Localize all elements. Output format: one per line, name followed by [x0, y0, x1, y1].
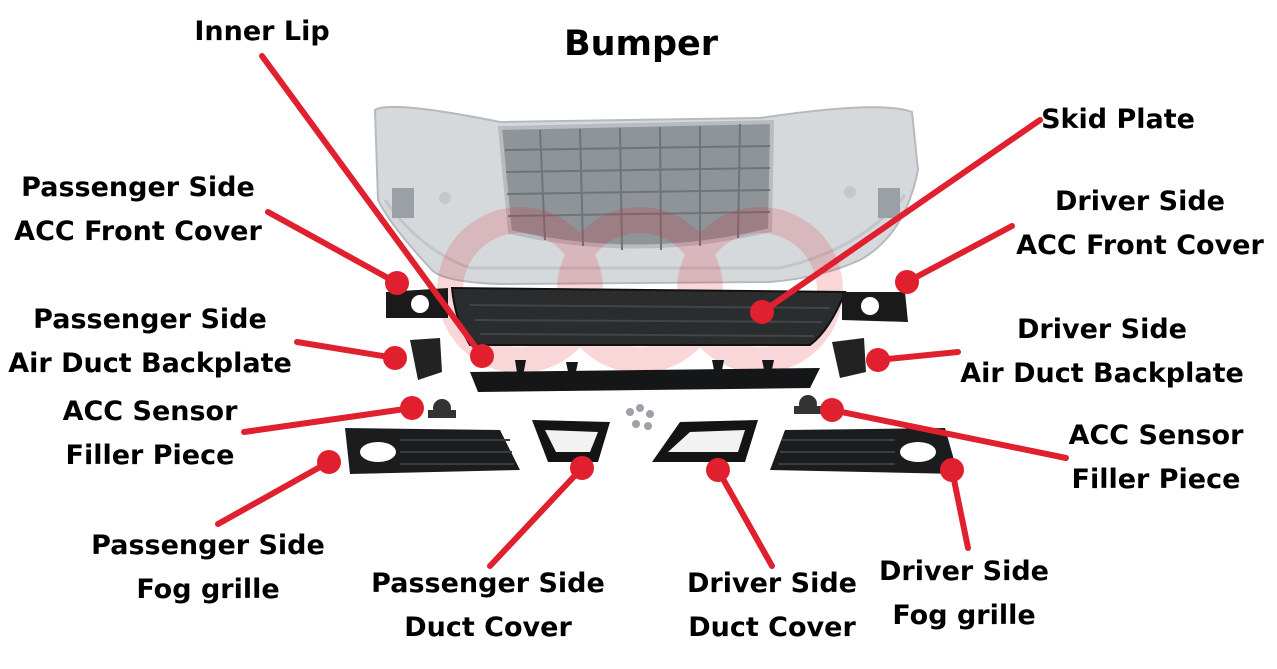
inner-lip [470, 360, 820, 392]
driver-duct-cover-opening [668, 430, 745, 452]
label-driver-duct-cover: Driver Side Duct Cover [687, 568, 857, 643]
passenger-air-duct-backplate-shape [410, 338, 442, 380]
label-passenger-acc-sensor-filler-piece: ACC Sensor Filler Piece [62, 396, 238, 471]
passenger-duct-cover-opening [545, 430, 598, 452]
label-inner-lip: Inner Lip [194, 16, 330, 47]
driver-acc-front-cover-hole [861, 297, 879, 315]
label-skid-plate: Skid Plate [1041, 104, 1195, 135]
acc-sensor-filler-shapes [428, 395, 822, 418]
passenger-fog-grille-shape [345, 428, 520, 474]
label-passenger-acc-front-cover: Passenger Side ACC Front Cover [14, 172, 262, 247]
hardware-clips [626, 404, 654, 430]
label-driver-fog-grille: Driver Side Fog grille [879, 556, 1049, 631]
label-driver-acc-front-cover: Driver Side ACC Front Cover [1016, 186, 1264, 261]
leader-lines [215, 53, 1069, 569]
passenger-acc-front-cover-hole [411, 295, 429, 313]
driver-air-duct-backplate-shape [832, 338, 866, 378]
label-passenger-duct-cover: Passenger Side Duct Cover [371, 568, 605, 643]
label-driver-acc-sensor-filler-piece: ACC Sensor Filler Piece [1068, 420, 1244, 495]
label-passenger-fog-grille: Passenger Side Fog grille [91, 530, 325, 605]
driver-fog-grille-shape [770, 428, 958, 474]
grille [497, 119, 775, 251]
page-title: Bumper [563, 24, 719, 64]
label-driver-air-duct-backplate: Driver Side Air Duct Backplate [960, 314, 1244, 389]
label-passenger-air-duct-backplate: Passenger Side Air Duct Backplate [8, 304, 292, 379]
